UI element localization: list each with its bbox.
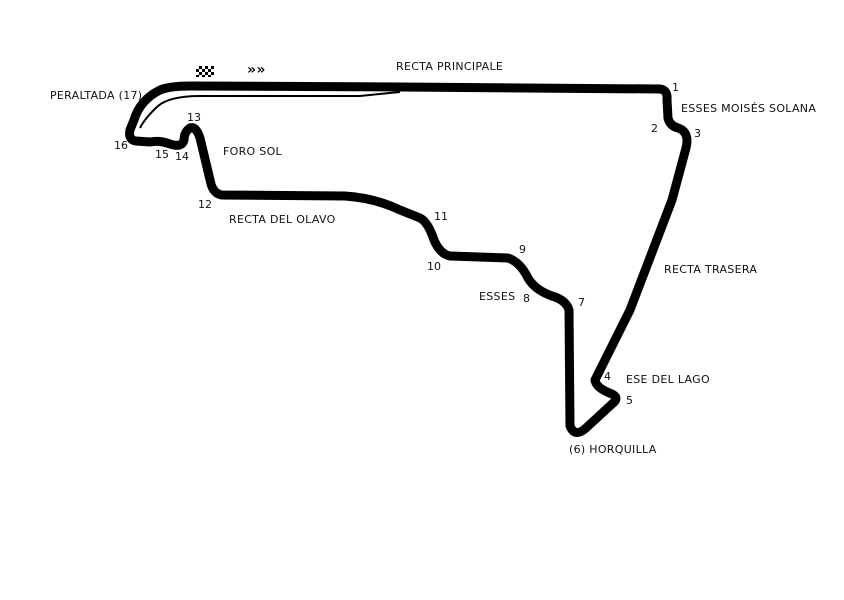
turn-number-9: 9 <box>519 243 526 256</box>
turn-number-4: 4 <box>604 370 611 383</box>
peraltada-inner-line <box>139 91 401 129</box>
label-ese-del-lago: ESE DEL LAGO <box>626 373 710 386</box>
turn-number-15: 15 <box>155 148 169 161</box>
direction-chevrons-icon: »» <box>247 62 266 78</box>
label-peraltada: PERALTADA (17) <box>50 89 143 102</box>
label-recta-principale: RECTA PRINCIPALE <box>396 60 504 73</box>
turn-number-5: 5 <box>626 394 633 407</box>
label-foro-sol: FORO SOL <box>223 145 282 158</box>
turn-number-11: 11 <box>434 210 448 223</box>
label-esses: ESSES <box>479 290 516 303</box>
turn-number-1: 1 <box>672 81 679 94</box>
turn-number-8: 8 <box>523 292 530 305</box>
turn-number-12: 12 <box>198 198 212 211</box>
turn-number-3: 3 <box>694 127 701 140</box>
track-path <box>125 81 692 437</box>
turn-number-2: 2 <box>651 122 658 135</box>
turn-number-13: 13 <box>187 111 201 124</box>
label-horquilla: (6) HORQUILLA <box>569 443 657 456</box>
turn-number-10: 10 <box>427 260 441 273</box>
checkered-flag-icon <box>196 66 214 77</box>
label-esses-moises-solana: ESSES MOISÉS SOLANA <box>681 102 817 115</box>
turn-number-7: 7 <box>578 296 585 309</box>
label-recta-del-olavo: RECTA DEL OLAVO <box>229 213 336 226</box>
label-recta-trasera: RECTA TRASERA <box>664 263 758 276</box>
turn-number-14: 14 <box>175 150 189 163</box>
turn-number-16: 16 <box>114 139 128 152</box>
